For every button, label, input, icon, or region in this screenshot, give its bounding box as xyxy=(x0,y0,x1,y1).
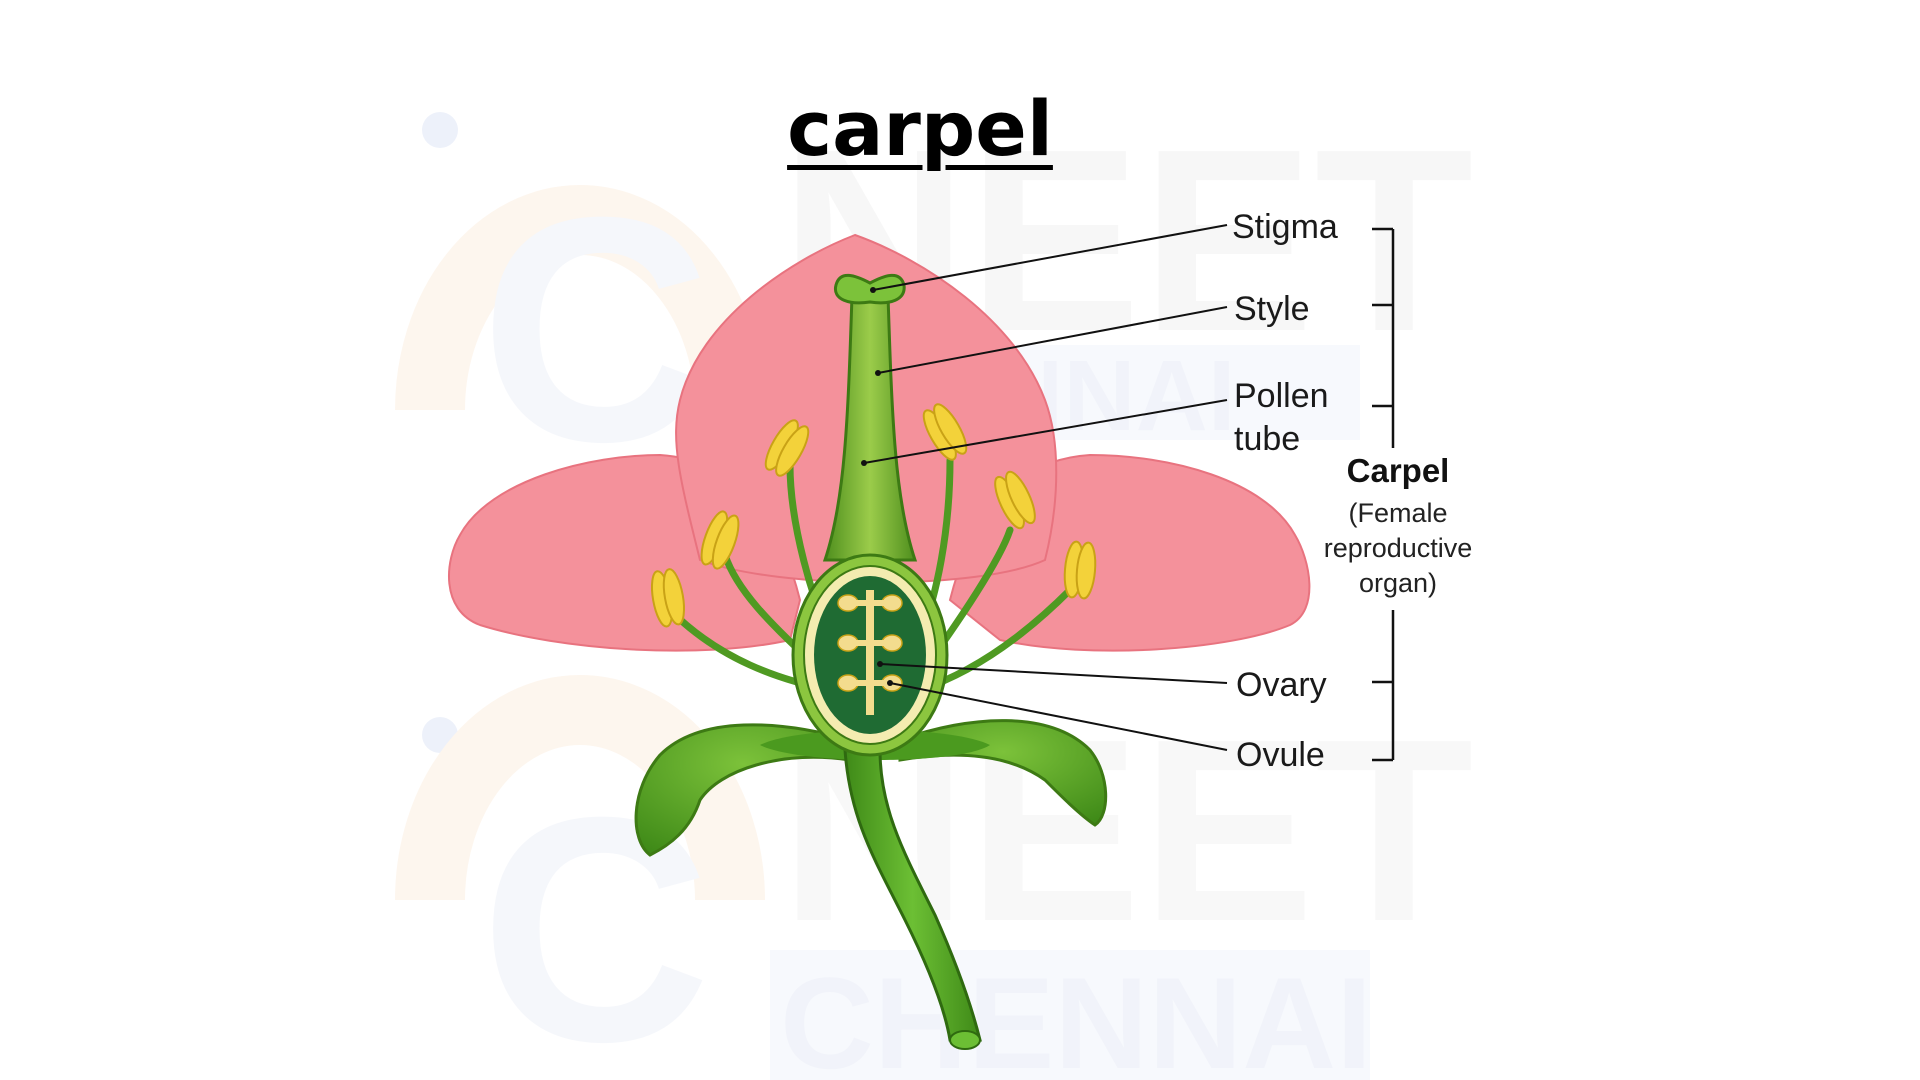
watermark-arc-bottom xyxy=(395,675,765,901)
watermark-arc-top xyxy=(395,185,765,411)
carpel-desc-line1: (Female xyxy=(1348,498,1448,528)
sepal-left xyxy=(634,723,852,857)
dot-stigma xyxy=(870,287,876,293)
watermark-word-bottom-2: CHENNAI xyxy=(780,950,1372,1080)
ovule-stalk-1 xyxy=(852,600,888,606)
anther-2 xyxy=(700,510,740,570)
anther-4 xyxy=(922,403,968,461)
anther-5 xyxy=(994,470,1036,530)
label-ovary: Ovary xyxy=(1236,666,1327,704)
dot-ovule xyxy=(887,680,893,686)
label-ovule: Ovule xyxy=(1236,736,1325,774)
carpel-label: Carpel xyxy=(1346,452,1450,489)
leader-pollen-tube xyxy=(863,399,1228,464)
anther-1 xyxy=(650,568,686,628)
carpel-desc-line3: organ) xyxy=(1358,568,1438,598)
carpel-description: (Female reproductive organ) xyxy=(1298,496,1498,601)
style xyxy=(822,293,918,562)
anther-3 xyxy=(764,419,810,477)
watermark-dot-top xyxy=(422,112,458,148)
ovule-stalk-3 xyxy=(852,680,888,686)
anther-6 xyxy=(1063,540,1097,600)
ovule-stalk-2 xyxy=(852,640,888,646)
label-pollen-tube-1: Pollen xyxy=(1234,377,1329,415)
leader-stigma xyxy=(872,224,1228,291)
page-title: carpel xyxy=(787,84,1053,173)
watermark: C C NEET CHENNAI NEET CHENNAI xyxy=(395,96,1473,1080)
leader-dots xyxy=(861,287,893,686)
carpel-desc-line2: reproductive xyxy=(1323,533,1473,563)
dot-style xyxy=(875,370,881,376)
anthers xyxy=(650,403,1097,628)
carpel-bracket xyxy=(1372,227,1395,762)
label-pollen-tube-2: tube xyxy=(1234,420,1301,458)
dot-pollen-tube xyxy=(861,460,867,466)
stem-end xyxy=(949,1030,981,1050)
watermark-c-top: C xyxy=(480,150,711,508)
label-style: Style xyxy=(1234,290,1310,328)
leader-lines xyxy=(863,224,1228,751)
leader-ovule xyxy=(889,682,1228,751)
label-stigma: Stigma xyxy=(1232,208,1338,246)
dot-ovary xyxy=(877,661,883,667)
leader-ovary xyxy=(879,663,1228,684)
watermark-banner-bottom xyxy=(770,950,1370,1080)
ovary-group xyxy=(791,553,949,757)
placenta xyxy=(866,590,874,715)
leader-style xyxy=(877,306,1228,374)
